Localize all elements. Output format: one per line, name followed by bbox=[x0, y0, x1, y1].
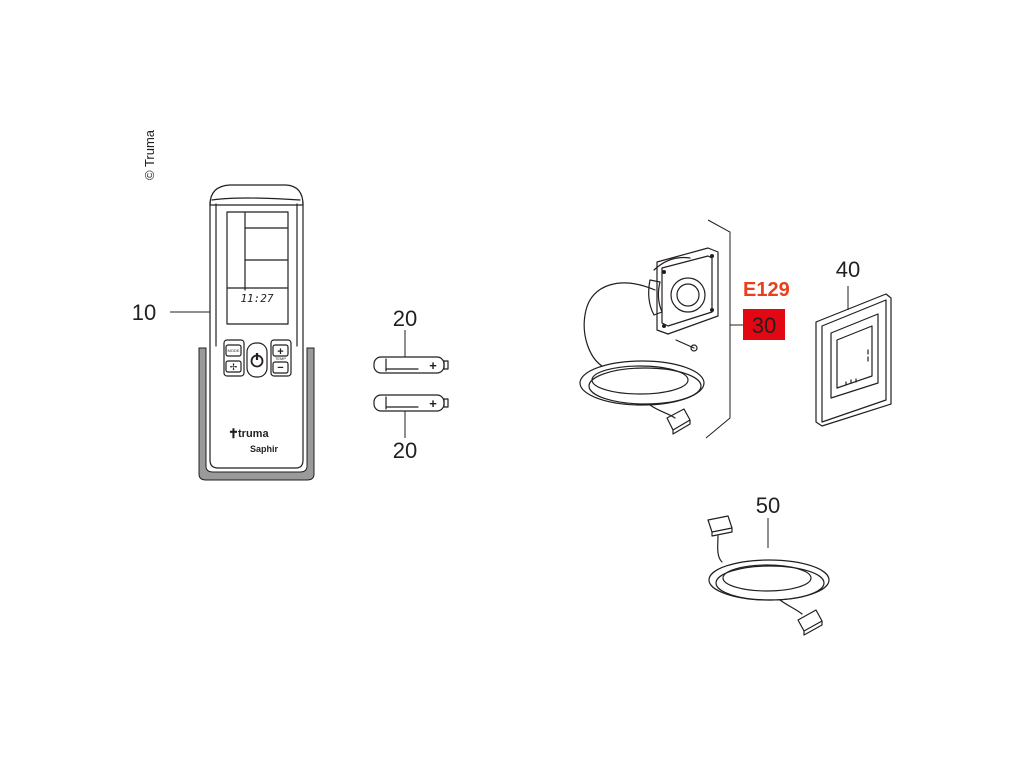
part-number-10: 10 bbox=[132, 300, 156, 325]
svg-text:+: + bbox=[429, 358, 437, 373]
part-number-20-top: 20 bbox=[393, 306, 417, 331]
fan-button bbox=[225, 360, 242, 373]
temp-up-button bbox=[272, 344, 289, 357]
temp-label: TEMP bbox=[275, 356, 286, 361]
part-number-50: 50 bbox=[756, 493, 780, 518]
highlight-box bbox=[743, 309, 785, 340]
battery-bottom-icon: + bbox=[373, 394, 449, 412]
mode-button-label: MODE bbox=[228, 348, 240, 353]
copyright-text: © Truma bbox=[142, 129, 157, 180]
brand-name: truma bbox=[238, 428, 269, 440]
cover-frame-icon bbox=[815, 293, 892, 427]
mode-button bbox=[225, 344, 242, 357]
plus-icon: + bbox=[277, 346, 283, 358]
error-code-label: E129 bbox=[743, 279, 790, 301]
remote-control-icon: 11:27 MODE ✢ + TEMP − ✝ truma Saphir bbox=[198, 184, 315, 481]
part-number-40: 40 bbox=[836, 257, 860, 282]
part-number-20-bottom: 20 bbox=[393, 438, 417, 463]
battery-top-icon: + bbox=[373, 356, 449, 374]
power-button bbox=[246, 342, 268, 378]
part-number-30: 30 bbox=[752, 313, 776, 338]
temp-down-button bbox=[272, 361, 289, 374]
svg-text:+: + bbox=[429, 396, 437, 411]
fan-icon: ✢ bbox=[230, 363, 238, 373]
clock-readout: 11:27 bbox=[240, 292, 273, 305]
minus-icon: − bbox=[277, 362, 283, 374]
cable-icon bbox=[707, 515, 830, 636]
ir-receiver-icon bbox=[579, 247, 719, 435]
model-name: Saphir bbox=[250, 444, 279, 454]
brand-logo-icon: ✝ bbox=[228, 426, 239, 441]
